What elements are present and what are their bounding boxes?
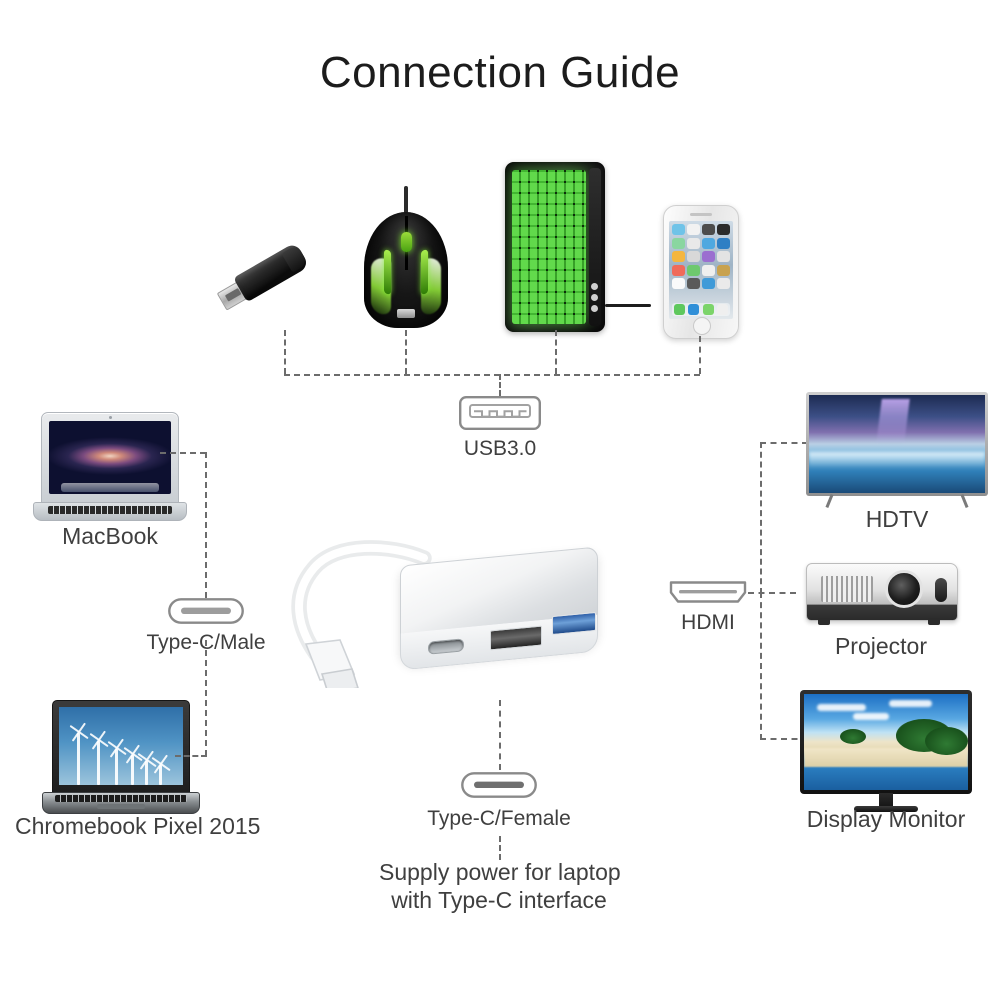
dash-trunk-hdmi-upper [760, 442, 762, 594]
display-monitor-label: Display Monitor [806, 806, 966, 832]
phone-dock [672, 303, 730, 316]
backlit-keyboard [505, 162, 651, 332]
dash-trunk-typec-lower [205, 640, 207, 756]
dash-branch-macbook [160, 452, 206, 454]
usb3-port-label: USB3.0 [463, 437, 537, 460]
keyboard-frame [505, 162, 605, 332]
hdtv-screen [809, 395, 985, 493]
keyboard-keys [512, 170, 586, 324]
dash-branch-chromebook [175, 755, 207, 757]
type-c-male-label: Type-C/Male [146, 631, 266, 654]
projector-foot-left [818, 618, 830, 625]
projector-label: Projector [834, 633, 928, 659]
hdtv-bezel [806, 392, 988, 496]
phone-earpiece [690, 213, 712, 216]
dash-branch-hdtv [760, 442, 808, 444]
page-title: Connection Guide [319, 48, 681, 97]
keyboard-indicator-leds [591, 283, 599, 316]
phone-app-grid [672, 224, 730, 289]
monitor-stand [879, 793, 893, 808]
type-c-male-port-icon [168, 598, 244, 624]
mouse-scroll-wheel [400, 232, 412, 252]
macbook-lid [41, 412, 179, 504]
type-c-female-label: Type-C/Female [427, 807, 571, 830]
hdtv [806, 392, 988, 509]
macbook-label: MacBook [62, 523, 158, 549]
phone-home-button [693, 317, 711, 335]
dash-bus-usb [284, 374, 700, 376]
power-note-line1: Supply power for laptop [379, 859, 621, 885]
mouse-stripe-left [384, 249, 391, 295]
macbook-screen [49, 421, 171, 494]
monitor-bezel [800, 690, 972, 794]
power-note-line2: with Type-C interface [391, 887, 607, 913]
macbook [33, 412, 187, 521]
phone-screen [669, 221, 733, 319]
projector [806, 563, 958, 625]
keyboard-cable [605, 304, 651, 307]
chromebook-base [42, 792, 200, 814]
projector-foot-right [928, 618, 940, 625]
monitor-foot [854, 806, 918, 812]
projector-lens [885, 570, 923, 608]
mouse-shell [364, 212, 448, 328]
chromebook [42, 700, 200, 814]
dash-drop-typec-female [499, 700, 501, 770]
adapter-cable [291, 540, 432, 688]
projector-knob [935, 578, 947, 602]
smartphone [663, 205, 739, 339]
mouse-stripe-right [421, 249, 428, 295]
mouse-cord [404, 186, 408, 216]
dash-drop-phone [699, 336, 701, 374]
type-c-female-port-icon [461, 772, 537, 798]
dash-drop-to-usb-port [499, 374, 501, 396]
macbook-base [33, 502, 187, 521]
usb-flash-drive [214, 239, 316, 315]
chromebook-label: Chromebook Pixel 2015 [15, 813, 261, 839]
hdmi-port-label: HDMI [681, 611, 735, 634]
dash-drop-power-note [499, 836, 501, 860]
projector-vent [821, 576, 873, 602]
projector-body [806, 563, 958, 621]
hdtv-label: HDTV [865, 506, 929, 532]
mouse-logo [397, 309, 415, 318]
chromebook-trackpad [97, 804, 145, 809]
phone-body [663, 205, 739, 339]
macbook-keyboard [48, 506, 172, 514]
display-monitor [800, 690, 972, 812]
gaming-mouse [364, 186, 448, 328]
dash-drop-mouse [405, 330, 407, 374]
chromebook-lid [52, 700, 190, 794]
dash-drop-usbdrive [284, 330, 286, 374]
dash-branch-monitor [760, 738, 808, 740]
dash-drop-keyboard [555, 330, 557, 374]
dash-trunk-typec-upper [205, 452, 207, 608]
monitor-screen [804, 694, 968, 790]
dash-trunk-hdmi-lower [760, 592, 762, 740]
monitor-beach-sand [804, 747, 968, 767]
usb-c-multiport-adapter [240, 528, 620, 708]
macbook-camera [108, 416, 112, 419]
dash-branch-projector [748, 592, 796, 594]
chromebook-keyboard [55, 795, 187, 802]
usb-a-port-icon [459, 396, 541, 431]
hdmi-port-icon [668, 578, 748, 606]
chromebook-screen [59, 707, 183, 785]
